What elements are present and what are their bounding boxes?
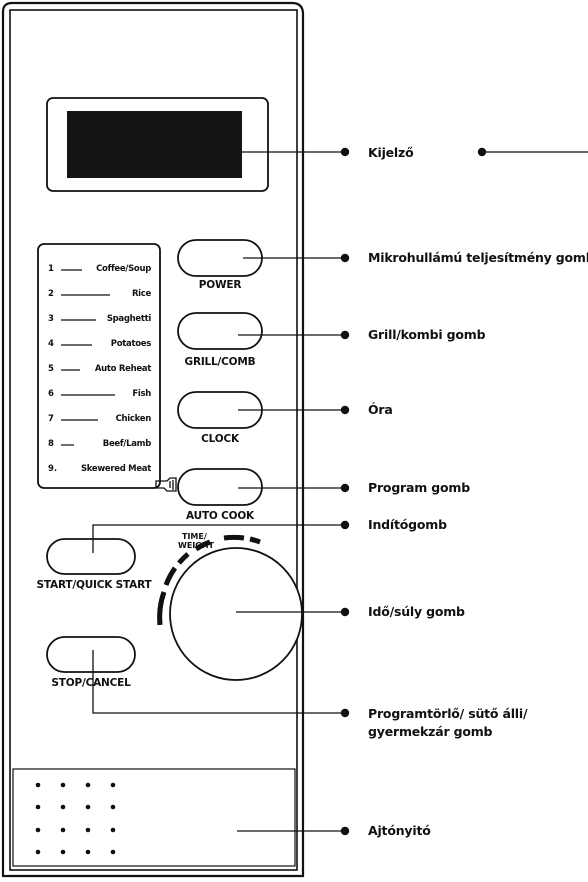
program-name: Fish	[132, 389, 151, 399]
start-quick-start-button[interactable]	[46, 538, 136, 575]
program-name: Coffee/Soup	[96, 264, 151, 274]
grill-comb-label: GRILL/COMB	[184, 356, 256, 368]
hand-pointer-icon	[155, 477, 177, 492]
program-number: 7	[48, 414, 54, 424]
leader-dots	[340, 147, 487, 836]
dial-label-line1: TIME/	[182, 532, 207, 541]
auto-cook-label: AUTO COOK	[186, 510, 254, 522]
grill-comb-button[interactable]	[177, 312, 263, 350]
auto-cook-button[interactable]	[177, 468, 263, 506]
leader-lines	[92, 151, 588, 832]
dial-arc-dashes	[157, 534, 261, 626]
program-name: Chicken	[115, 414, 152, 424]
panel-outer-frame	[1, 1, 305, 878]
clock-label: CLOCK	[201, 433, 239, 445]
display-screen	[67, 111, 242, 178]
program-list-box	[37, 243, 161, 489]
callout-display: Kijelző	[368, 145, 414, 160]
program-list-dashes	[61, 269, 115, 446]
display-bezel	[46, 97, 269, 192]
speaker-dots	[35, 782, 116, 855]
program-name: Spaghetti	[106, 314, 151, 324]
stop-cancel-button[interactable]	[46, 636, 136, 673]
program-number: 3	[48, 314, 54, 324]
program-name: Beef/Lamb	[102, 439, 152, 449]
callout-stop-line2: gyermekzár gomb	[368, 724, 493, 739]
start-quick-start-label: START/QUICK START	[36, 579, 152, 591]
callout-door: Ajtónyitó	[368, 823, 431, 838]
leader-start	[92, 524, 345, 553]
power-label: POWER	[198, 279, 242, 291]
callout-dial: Idő/súly gomb	[368, 604, 465, 619]
leader-stop	[92, 650, 345, 714]
program-number: 1	[48, 264, 54, 274]
callout-grill: Grill/kombi gomb	[368, 327, 486, 342]
callout-start: Indítógomb	[368, 517, 447, 532]
callout-program: Program gomb	[368, 480, 470, 495]
callout-stop-line1: Programtörlő/ sütő álli/	[368, 706, 528, 721]
program-number: 8	[48, 439, 54, 449]
callout-power: Mikrohullámú teljesítmény gomb	[368, 250, 588, 265]
program-number: 2	[48, 289, 54, 299]
stop-cancel-label: STOP/CANCEL	[51, 677, 131, 689]
callout-clock: Óra	[368, 402, 393, 417]
program-name: Auto Reheat	[94, 364, 151, 374]
program-name: Potatoes	[110, 339, 152, 349]
program-name: Rice	[131, 289, 151, 299]
time-weight-dial[interactable]	[169, 547, 303, 681]
program-number: 6	[48, 389, 54, 399]
program-number: 9.	[48, 464, 58, 474]
program-name: Skewered Meat	[80, 464, 151, 474]
dial-label-line2: WEIGHT	[178, 541, 214, 550]
door-release-panel[interactable]	[12, 768, 296, 867]
program-number: 5	[48, 364, 54, 374]
panel-inner-frame	[9, 9, 298, 871]
program-number: 4	[48, 339, 54, 349]
